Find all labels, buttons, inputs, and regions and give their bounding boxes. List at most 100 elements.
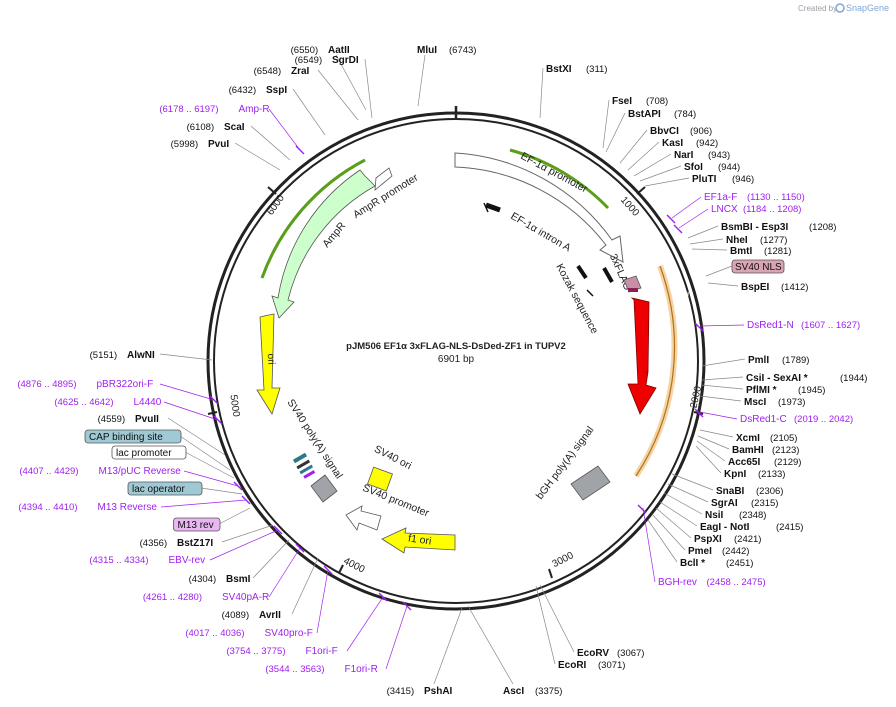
site-pos-pvuii: (4559): [98, 414, 125, 425]
leader-bcli: [647, 519, 678, 563]
leader-pluti: [644, 177, 690, 187]
site-label-csii-sexai: CsiI - SexAI *: [746, 373, 808, 384]
tick-label-4000: 4000: [341, 556, 366, 576]
dsred-label: DsRed-Express2: [675, 290, 691, 367]
tick-label-5000: 5000: [227, 394, 241, 418]
site-pos-fsei: (708): [646, 96, 668, 107]
primer-site-ef1a-f: [666, 214, 676, 224]
badge-lac-promoter: [111, 445, 187, 460]
leader-bmti: [691, 248, 728, 251]
leader-sgrai: [667, 483, 709, 503]
ef1a-intron-bar: [485, 202, 501, 213]
lac-operator-mark: [299, 464, 314, 475]
leader-pmli: [701, 358, 746, 367]
site-label-ecorv: EcoRV: [577, 648, 609, 659]
leader-zrai: [317, 69, 359, 121]
site-label-snabi: SnaBI: [716, 486, 745, 497]
site-label-pbr322ori-f: pBR322ori-F: [97, 379, 154, 390]
site-pos-xcmi: (2105): [770, 433, 797, 444]
site-label-acc65i: Acc65I: [728, 457, 760, 468]
badge-cap-binding-site: [84, 429, 182, 444]
site-pos-nhei: (1277): [760, 235, 787, 246]
ef1a-intron-label: EF-1α intron A: [509, 210, 573, 254]
ampr-highlight-arc: [260, 158, 366, 279]
plasmid-name: pJM506 EF1α 3xFLAG-NLS-DsDed-ZF1 in TUPV…: [346, 341, 566, 352]
leader-lac-operator: [200, 487, 243, 495]
site-pos-snabi: (2306): [756, 486, 783, 497]
dsred-highlight-edge: [635, 265, 676, 477]
leader-sfoi: [639, 165, 682, 182]
site-label-bstz17i: BstZ17I: [177, 538, 213, 549]
primer-site-ebv-rev: [273, 525, 283, 535]
site-label-avrii: AvrII: [259, 610, 281, 621]
site-label-mlui: MluI: [417, 45, 437, 56]
site-pos-ecori: (3071): [598, 660, 625, 671]
site-pos-nsii: (2348): [739, 510, 766, 521]
top-labels: MluI(6743)AatII(6550): [291, 45, 477, 56]
site-label-asci: AscI: [503, 686, 524, 697]
site-label-sgrdi: SgrDI: [332, 55, 359, 66]
site-label-pshai: PshAI: [424, 686, 453, 697]
site-label-sgrai: SgrAI: [711, 498, 738, 509]
site-label-f1ori-r: F1ori-R: [345, 664, 378, 675]
leader-snabi: [671, 473, 714, 491]
site-label-pvuii: PvuII: [135, 414, 159, 425]
leader-lines: [159, 54, 746, 685]
ori-label: ori: [265, 353, 277, 365]
site-label-l4440: L4440: [134, 397, 162, 408]
ampr-promoter-arrow: [374, 167, 393, 191]
leader-mlui: [417, 54, 426, 107]
sv40-ori-box: [367, 466, 393, 492]
site-pos-m13-reverse: (4394 .. 4410): [18, 502, 77, 513]
site-pos-sv40pro-f: (4017 .. 4036): [185, 628, 244, 639]
site-pos-acc65i: (2129): [774, 457, 801, 468]
site-pos-kpni: (2133): [758, 469, 785, 480]
site-pos-pmei: (2442): [722, 546, 749, 557]
tick-label-3000: 3000: [551, 550, 576, 570]
tick-6000: [267, 186, 277, 195]
site-pos-bamhi: (2123): [772, 445, 799, 456]
m13-rev-mark: [303, 470, 316, 479]
site-label-zrai: ZraI: [291, 66, 310, 77]
site-label-nhei: NheI: [726, 235, 748, 246]
site-label-cap-binding-site: CAP binding site: [89, 432, 163, 443]
site-pos-lncx: (1184 .. 1208): [743, 204, 801, 215]
site-label-f1ori-f: F1ori-F: [306, 646, 338, 657]
leader-asci: [467, 605, 514, 685]
primer-site-l4440: [213, 415, 223, 425]
plasmid-size: 6901 bp: [438, 354, 475, 365]
site-label-eagi-noti: EagI - NotI: [700, 522, 750, 533]
site-label-sspi: SspI: [266, 85, 287, 96]
tick-label-2000: 2000: [688, 385, 704, 410]
site-pos-msci: (1973): [778, 397, 805, 408]
site-label-pmli: PmlI: [748, 355, 769, 366]
dsred-arrow: [627, 297, 657, 415]
flag-mark: [602, 267, 614, 283]
site-pos-pmli: (1789): [782, 355, 809, 366]
site-pos-sfoi: (944): [718, 162, 740, 173]
badge-m13-rev: [173, 517, 221, 532]
leader-ecorv: [539, 584, 575, 653]
site-label-bcli: BclI *: [680, 558, 705, 569]
site-pos-aatii: (6550): [291, 45, 318, 56]
site-label-m13-puc-reverse: M13/pUC Reverse: [99, 466, 182, 477]
kozak-mark: [576, 264, 588, 280]
leader-lac-promoter: [184, 451, 235, 479]
tick-5000: [207, 411, 218, 415]
site-label-nsii: NsiI: [705, 510, 724, 521]
site-pos-sspi: (6432): [229, 85, 256, 96]
site-label-pflmi: PflMI *: [746, 385, 777, 396]
site-pos-bmti: (1281): [764, 246, 791, 257]
bgh-polya-mark: [570, 465, 611, 501]
sv40-polya-mark: [310, 474, 338, 503]
snapgene-logo-icon: [835, 3, 845, 13]
site-pos-bsmi: (4304): [189, 574, 216, 585]
primer-marks: [209, 145, 704, 611]
site-label-pvui: PvuI: [208, 139, 229, 150]
leader-m13-puc-reverse: [183, 470, 239, 487]
leader-pflmi: [700, 384, 744, 390]
leader-sspi: [292, 88, 326, 136]
site-label-bbvci: BbvCI: [650, 126, 679, 137]
